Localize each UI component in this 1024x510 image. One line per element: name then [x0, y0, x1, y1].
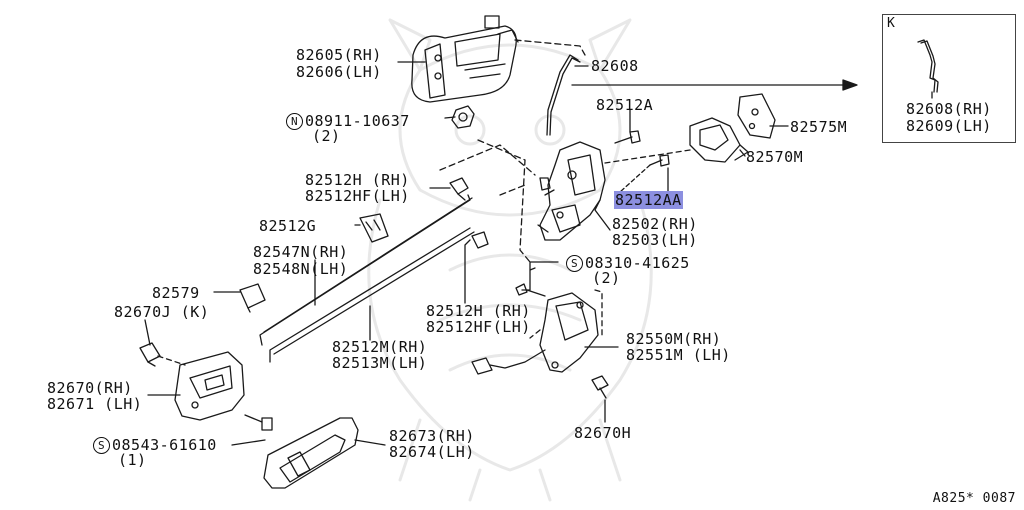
figure-code: A825* 0087 [932, 491, 1016, 506]
label-grommet-82670j: 82670J (K) [114, 303, 210, 321]
clip-82512g-part [359, 213, 389, 243]
dashed-handle-to-rod [514, 39, 586, 56]
bolt-82670h-part [591, 375, 609, 399]
label-screw-08543-number: 08543-61610 [112, 436, 217, 454]
door-lock-part [537, 141, 606, 241]
label-rod-82547n-lh: 82548N(LH) [253, 260, 349, 278]
label-screw-82512aa: 82512AA [614, 191, 683, 209]
label-screw-08543-qty: (1) [118, 451, 147, 469]
rods-82547n-part [259, 194, 473, 346]
escutcheon-part [263, 417, 359, 489]
label-clip-82512h-top-lh: 82512HF(LH) [305, 187, 410, 205]
label-nut-qty: (2) [312, 127, 341, 145]
label-inside-handle-rh: 82670(RH) [47, 379, 133, 397]
screw-08543-symbol: S [93, 437, 110, 454]
cap-82579-part [239, 283, 266, 313]
watermark-emblem [367, 18, 653, 502]
inset-key-label: K [887, 16, 895, 31]
label-clip-82512g: 82512G [259, 217, 317, 235]
label-striker-82570m: 82570M [746, 148, 804, 166]
label-rod-82547n-rh: 82547N(RH) [253, 243, 349, 261]
actuator-82550m-part [471, 292, 599, 375]
label-outside-handle-lh: 82606(LH) [296, 63, 382, 81]
label-lock-rh: 82502(RH) [612, 215, 698, 233]
dashed-striker-to-lock [604, 149, 691, 164]
label-clip-82512h-bottom-lh: 82512HF(LH) [426, 318, 531, 336]
label-escutcheon-lh: 82674(LH) [389, 443, 475, 461]
screw-82512aa-part [619, 154, 670, 193]
label-clip-82512h-bottom-rh: 82512H (RH) [426, 302, 531, 320]
label-bolt-82670h: 82670H [574, 424, 632, 442]
nut-part [451, 105, 475, 129]
clip-82512h-bottom-part [471, 231, 489, 249]
label-rod-82608: 82608 [591, 57, 639, 75]
label-screw-08310-number: 08310-41625 [585, 254, 690, 272]
label-bracket-82575m: 82575M [790, 118, 848, 136]
label-lock-lh: 82503(LH) [612, 231, 698, 249]
label-nut-number: 08911-10637 [305, 112, 410, 130]
striker-82570m-part [689, 117, 749, 163]
inset-label-rh: 82608(RH) [906, 100, 992, 118]
label-rod-82512m-lh: 82513M(LH) [332, 354, 428, 372]
inset-frame [882, 14, 1016, 143]
label-cap-82579: 82579 [152, 284, 200, 302]
label-clip-82512h-top-rh: 82512H (RH) [305, 171, 410, 189]
outside-handle-part [411, 15, 519, 103]
label-screw-08310-qty: (2) [592, 269, 621, 287]
label-rod-82512m-rh: 82512M(RH) [332, 338, 428, 356]
nut-symbol: N [286, 113, 303, 130]
dashed-grommet [157, 355, 186, 366]
arrow-to-inset [571, 79, 858, 91]
bracket-82575m-part [737, 93, 776, 139]
label-screw-82512aa-text: 82512AA [614, 191, 683, 209]
screw-08543-part [244, 414, 273, 431]
label-actuator-lh: 82551M (LH) [626, 346, 731, 364]
clip-82512h-top-part [449, 177, 469, 201]
screw-08310-part [515, 283, 546, 297]
dashed-lines-upper [439, 139, 536, 263]
bolt-82512a-part [614, 130, 641, 144]
label-escutcheon-rh: 82673(RH) [389, 427, 475, 445]
rod-82608 [546, 54, 581, 136]
inside-handle-part [174, 351, 245, 421]
label-bolt-82512a: 82512A [596, 96, 654, 114]
label-actuator-rh: 82550M(RH) [626, 330, 722, 348]
label-outside-handle-rh: 82605(RH) [296, 46, 382, 64]
leader-lines [144, 61, 789, 446]
inset-label-lh: 82609(LH) [906, 117, 992, 135]
inset-rod-part [917, 39, 939, 99]
rods-82512m-part [269, 227, 475, 363]
screw-08310-symbol: S [566, 255, 583, 272]
dashed-actuator [529, 267, 603, 339]
grommet-82670j-part [139, 342, 161, 367]
label-inside-handle-lh: 82671 (LH) [47, 395, 143, 413]
